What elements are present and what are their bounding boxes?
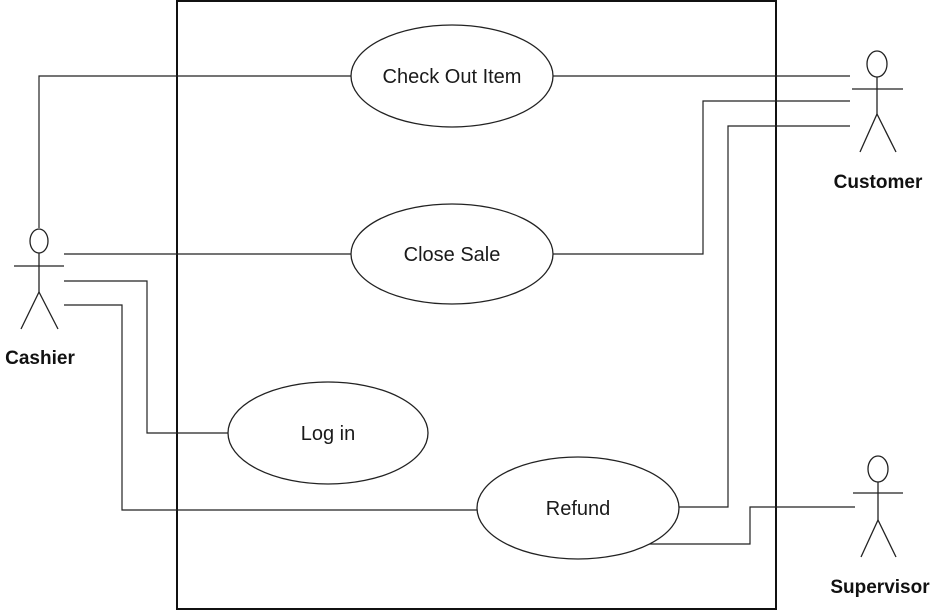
use-case-label: Log in <box>301 423 356 445</box>
stick-figure-icon <box>853 455 903 558</box>
use-case-oval <box>227 381 429 485</box>
association-close-sale-customer <box>553 100 850 255</box>
use-case-oval <box>350 24 554 128</box>
use-case-oval <box>350 203 554 305</box>
association-cashier-refund <box>64 304 480 511</box>
association-cashier-check-out-item <box>38 75 352 228</box>
use-case-check-out-item[interactable]: Check Out Item <box>350 24 554 128</box>
association-refund-customer <box>679 125 850 508</box>
system-boundary <box>176 0 777 610</box>
use-case-oval <box>476 456 680 560</box>
use-case-label: Check Out Item <box>383 66 522 88</box>
association-cashier-log-in <box>64 280 229 434</box>
actor-cashier[interactable]: Cashier <box>5 228 75 369</box>
association-refund-supervisor <box>648 506 855 545</box>
use-case-label: Refund <box>546 498 611 520</box>
actor-label: Supervisor <box>830 577 930 598</box>
use-case-close-sale[interactable]: Close Sale <box>350 203 554 305</box>
stick-figure-icon <box>14 228 64 330</box>
actor-customer[interactable]: Customer <box>834 50 923 193</box>
stick-figure-icon <box>852 50 903 153</box>
use-case-log-in[interactable]: Log in <box>227 381 429 485</box>
use-case-label: Close Sale <box>404 244 501 266</box>
actor-label: Customer <box>834 172 923 193</box>
associations <box>38 75 855 545</box>
actor-supervisor[interactable]: Supervisor <box>830 455 930 598</box>
actor-label: Cashier <box>5 348 75 369</box>
use-case-refund[interactable]: Refund <box>476 456 680 560</box>
